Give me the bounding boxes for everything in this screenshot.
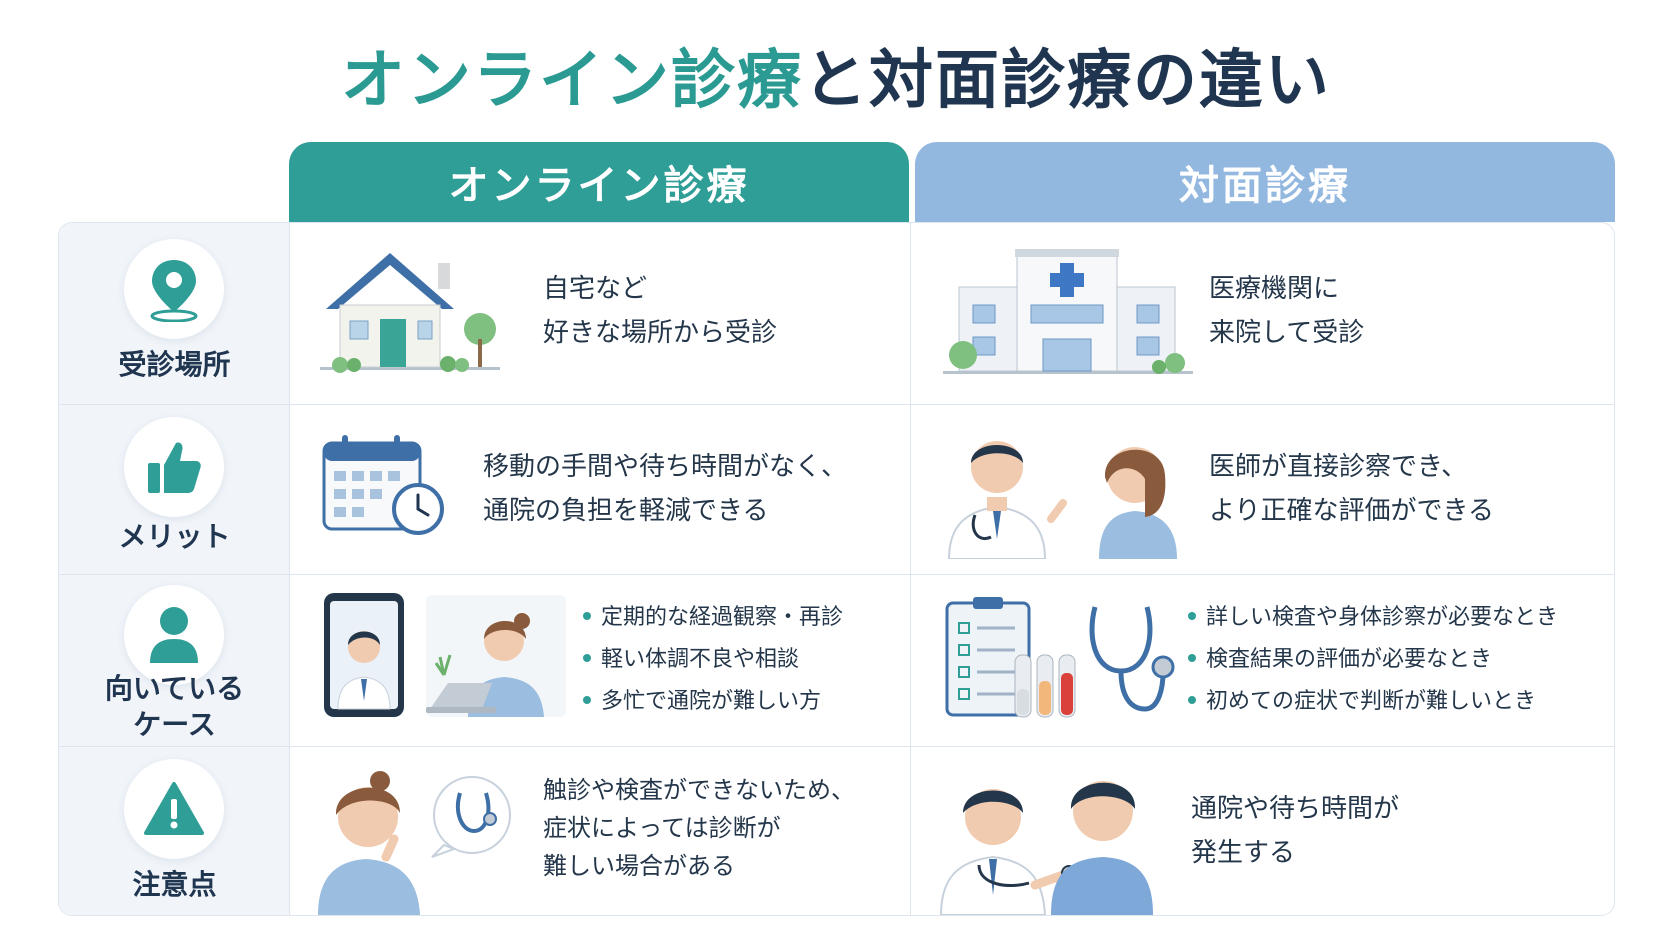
list-item: 検査結果の評価が必要なとき xyxy=(1188,639,1558,681)
row-label-line: 向いている xyxy=(104,672,245,705)
cases-online-list: 定期的な経過観察・再診 軽い体調不良や相談 多忙で通院が難しい方 xyxy=(583,597,843,723)
text-line: 医師が直接診察でき、 xyxy=(1209,452,1468,482)
warning-icon xyxy=(124,759,224,859)
column-header-online: オンライン診療 xyxy=(289,142,909,222)
row-header-caution: 注意点 xyxy=(59,747,290,915)
row-location: 受診場所 自宅など 好きな場所から受診 xyxy=(59,223,1614,405)
house-illustration xyxy=(320,253,500,373)
list-item: 多忙で通院が難しい方 xyxy=(583,681,843,723)
row-label-line: ケース xyxy=(133,708,216,741)
cell-cases-online: 定期的な経過観察・再診 軽い体調不良や相談 多忙で通院が難しい方 xyxy=(290,575,911,746)
cell-merit-in-person: 医師が直接診察でき、 より正確な評価ができる xyxy=(911,405,1614,574)
list-item: 軽い体調不良や相談 xyxy=(583,639,843,681)
worried-patient-illustration xyxy=(318,771,511,915)
list-item: 定期的な経過観察・再診 xyxy=(583,597,843,639)
comparison-table: 受診場所 自宅など 好きな場所から受診 xyxy=(58,222,1615,916)
video-consultation-illustration xyxy=(324,593,566,717)
text-line: 来院して受診 xyxy=(1209,318,1365,348)
row-header-merit: メリット xyxy=(59,405,290,574)
row-merit: メリット 移動の手間や待ち時間がなく、 通院の負担を軽減できる xyxy=(59,405,1614,575)
text-line: 医療機関に xyxy=(1209,274,1340,304)
text-caution-online: 触診や検査ができないため、 症状によっては診断が 難しい場合がある xyxy=(543,771,855,885)
cell-cases-in-person: 詳しい検査や身体診察が必要なとき 検査結果の評価が必要なとき 初めての症状で判断… xyxy=(911,575,1614,746)
row-label-suitable-cases: 向いている ケース xyxy=(59,671,290,743)
doctor-patient-illustration xyxy=(947,441,1177,559)
text-merit-online: 移動の手間や待ち時間がなく、 通院の負担を軽減できる xyxy=(483,445,847,533)
text-line: 通院の負担を軽減できる xyxy=(483,496,769,526)
row-suitable-cases: 向いている ケース 定期的な経過観察・再 xyxy=(59,575,1614,747)
title-part-rest: と対面診療の違い xyxy=(803,44,1331,118)
text-line: 好きな場所から受診 xyxy=(543,318,778,348)
text-line: 移動の手間や待ち時間がなく、 xyxy=(483,452,848,482)
row-label-merit: メリット xyxy=(118,520,231,553)
column-header-in-person: 対面診療 xyxy=(915,142,1615,222)
text-line: 通院や待ち時間が xyxy=(1191,794,1400,824)
page-title: オンライン診療と対面診療の違い xyxy=(0,30,1672,120)
cell-caution-in-person: 通院や待ち時間が 発生する xyxy=(911,747,1614,915)
hospital-illustration xyxy=(943,249,1193,374)
cell-location-online: 自宅など 好きな場所から受診 xyxy=(290,223,911,404)
location-pin-icon xyxy=(124,239,224,339)
row-label-location: 受診場所 xyxy=(118,348,231,381)
clipboard-stethoscope-illustration xyxy=(945,597,1175,718)
list-item: 初めての症状で判断が難しいとき xyxy=(1188,681,1558,723)
text-line: 症状によっては診断が xyxy=(543,814,781,842)
row-label-caution: 注意点 xyxy=(132,868,217,901)
title-part-online: オンライン診療 xyxy=(341,44,803,118)
text-caution-in-person: 通院や待ち時間が 発生する xyxy=(1191,787,1399,875)
cases-in-person-list: 詳しい検査や身体診察が必要なとき 検査結果の評価が必要なとき 初めての症状で判断… xyxy=(1188,597,1558,723)
thumbs-up-icon xyxy=(124,417,224,517)
text-line: 発生する xyxy=(1191,838,1296,868)
row-header-location: 受診場所 xyxy=(59,223,290,404)
text-line: 自宅など xyxy=(543,274,648,304)
doctor-exam-illustration xyxy=(939,781,1153,915)
row-caution: 注意点 触診や検査ができないため、 症状によっては診断が 難しい場合がある xyxy=(59,747,1614,915)
row-header-suitable-cases: 向いている ケース xyxy=(59,575,290,746)
text-location-in-person: 医療機関に 来院して受診 xyxy=(1209,267,1364,355)
cell-location-in-person: 医療機関に 来院して受診 xyxy=(911,223,1614,404)
text-merit-in-person: 医師が直接診察でき、 より正確な評価ができる xyxy=(1209,445,1494,533)
calendar-clock-illustration xyxy=(322,435,444,535)
text-line: 難しい場合がある xyxy=(543,852,735,880)
text-line: 触診や検査ができないため、 xyxy=(543,776,855,804)
list-item: 詳しい検査や身体診察が必要なとき xyxy=(1188,597,1558,639)
cell-merit-online: 移動の手間や待ち時間がなく、 通院の負担を軽減できる xyxy=(290,405,911,574)
cell-caution-online: 触診や検査ができないため、 症状によっては診断が 難しい場合がある xyxy=(290,747,911,915)
text-location-online: 自宅など 好きな場所から受診 xyxy=(543,267,777,355)
person-icon xyxy=(124,585,224,685)
text-line: より正確な評価ができる xyxy=(1209,496,1494,526)
